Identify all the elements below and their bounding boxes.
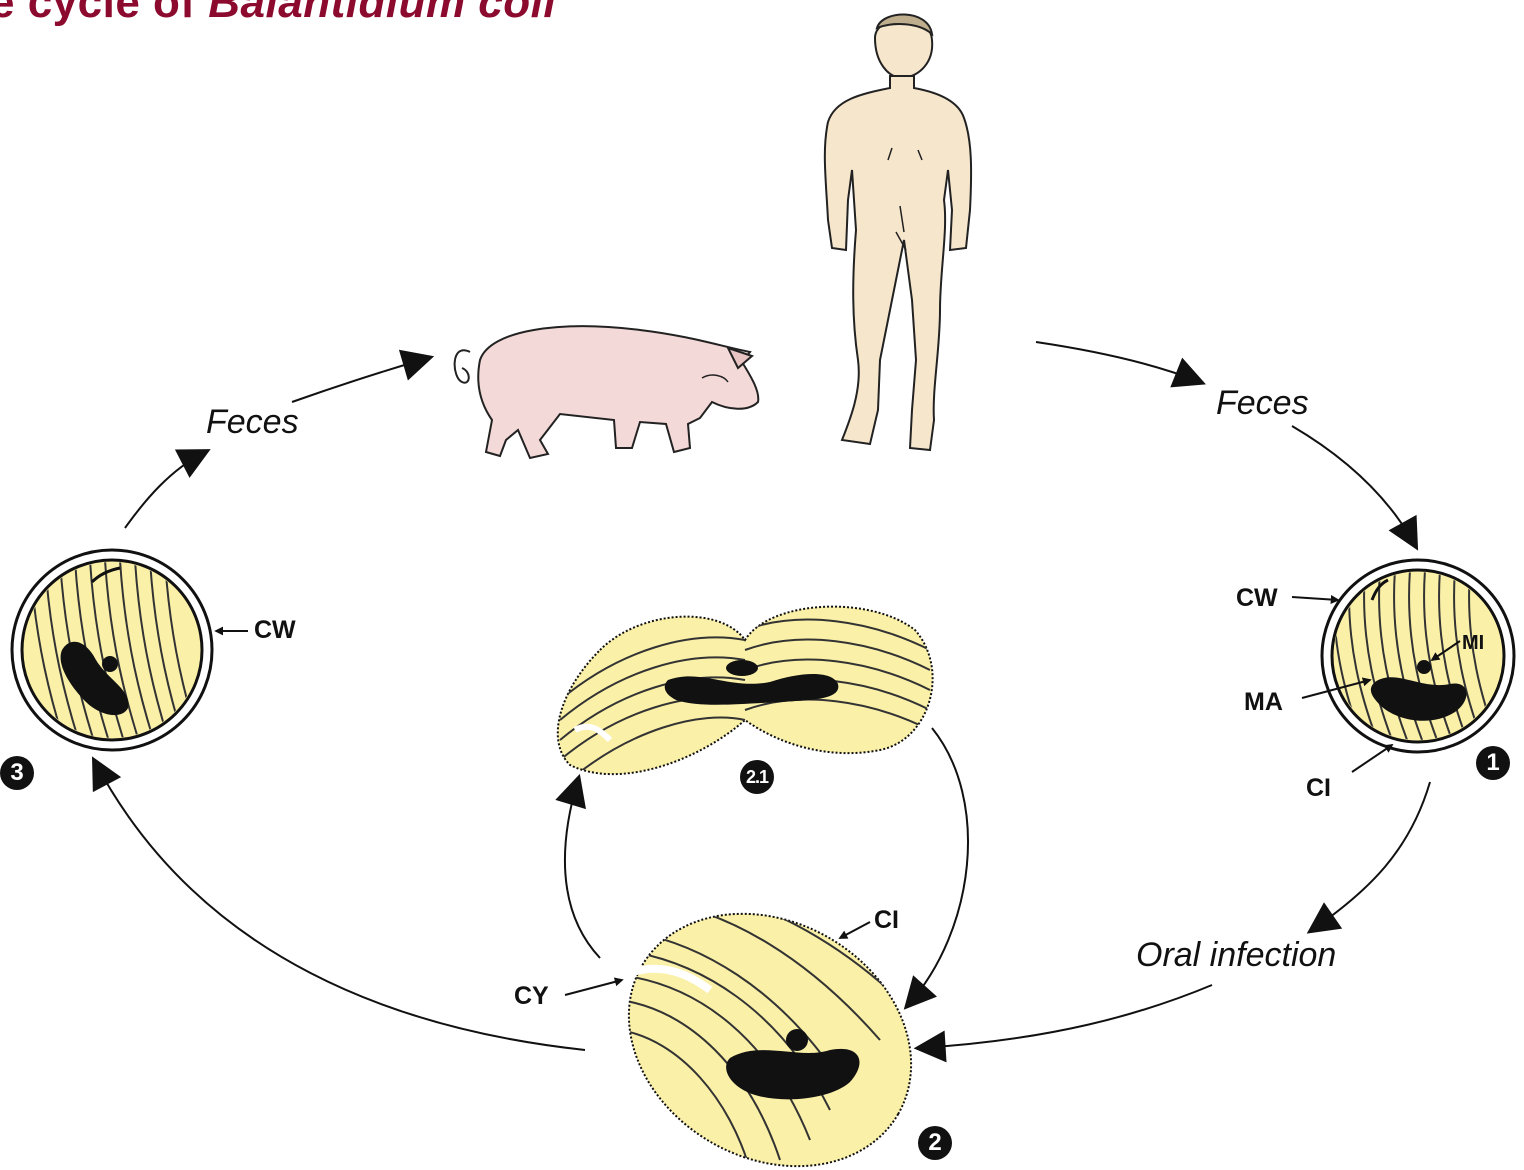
label-oral-infection: Oral infection: [1136, 936, 1336, 975]
label-cy: CY: [514, 982, 549, 1011]
label-feces-left: Feces: [206, 403, 299, 442]
dividing-stage: [558, 607, 933, 780]
label-ci-trophozoite: CI: [874, 906, 899, 935]
cyst-stage-3: [12, 550, 212, 760]
label-ci-right: CI: [1306, 774, 1331, 803]
stage-badge-2: 2: [918, 1126, 952, 1160]
cyst-stage-1: [1322, 560, 1514, 760]
stage-badge-3: 3: [0, 756, 34, 790]
pig-host: [455, 326, 759, 458]
label-ma: MA: [1244, 688, 1283, 717]
label-feces-right: Feces: [1216, 384, 1309, 423]
label-cw-right: CW: [1236, 584, 1278, 613]
stage-badge-1: 1: [1476, 746, 1510, 780]
stage-badge-2-1: 2.1: [740, 760, 774, 794]
trophozoite-stage: [583, 864, 957, 1170]
human-host: [825, 14, 971, 450]
label-mi: MI: [1462, 632, 1484, 655]
label-cw-left: CW: [254, 616, 296, 645]
